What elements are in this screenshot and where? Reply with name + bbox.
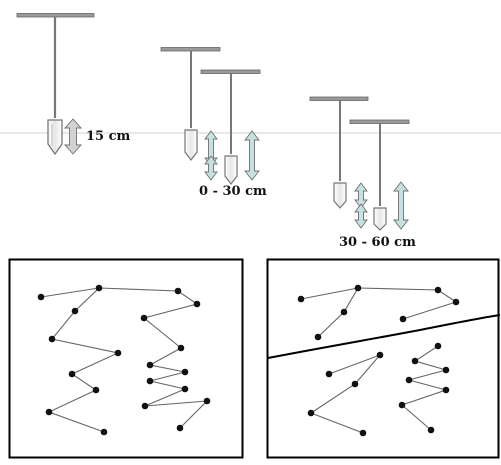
- zigzag-transect-right-a: [300, 287, 360, 338]
- field-panel-divided: [266, 258, 501, 459]
- depth-arrow-30-60cm: [393, 181, 409, 230]
- soil-probe-15cm: [16, 13, 95, 156]
- depth-label-30-60cm: 30 - 60 cm: [339, 235, 416, 250]
- depth-arrow-0-30cm: [244, 130, 260, 181]
- soil-probe-15-30cm: [200, 69, 261, 185]
- depth-arrow-30-45cm: [354, 182, 368, 229]
- depth-arrow-0-15cm: [204, 130, 218, 181]
- soil-probe-30-45cm: [309, 96, 369, 209]
- soil-probe-45-60cm: [349, 119, 410, 231]
- sampling-points-right: [297, 284, 460, 437]
- field-boundary-line: [267, 314, 501, 359]
- zigzag-transect-left-b: [98, 287, 209, 429]
- sampling-points-left: [37, 284, 211, 436]
- zigzag-transect-right-b: [357, 287, 458, 320]
- field-panel-uniform: [8, 258, 244, 459]
- depth-label-0-30cm: 0 - 30 cm: [199, 184, 267, 199]
- depth-arrow-15cm: [63, 118, 83, 155]
- soil-probe-0-15cm: [160, 47, 221, 161]
- depth-label-15cm: 15 cm: [86, 129, 131, 144]
